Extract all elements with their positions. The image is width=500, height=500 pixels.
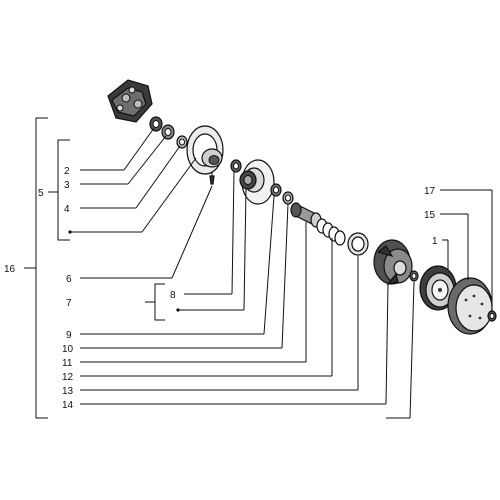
retaining-ring-13 (347, 232, 369, 256)
bushing-ring (270, 183, 282, 197)
label-12: 12 (62, 372, 74, 383)
group-bracket-5 (48, 139, 70, 241)
spacer-ring (282, 191, 294, 205)
label-14: 14 (62, 400, 74, 411)
sleeve-11 (290, 202, 322, 228)
bearing-ring-2 (149, 116, 163, 132)
clutch-assembly-14 (373, 239, 413, 285)
nut-14 (409, 270, 419, 282)
bearing-8 (230, 159, 242, 173)
label-16: 16 (4, 264, 16, 275)
label-7: 7 (66, 298, 72, 309)
label-13: 13 (62, 386, 74, 397)
clutch-bell-15 (447, 277, 493, 335)
seal-ring-4 (176, 135, 188, 149)
label-11: 11 (62, 358, 73, 369)
group-bracket-16 (24, 117, 48, 419)
label-17: 17 (424, 186, 436, 197)
leader-lines (70, 127, 493, 419)
label-1: 1 (432, 236, 438, 247)
end-nut-17 (487, 310, 497, 322)
label-10: 10 (62, 344, 74, 355)
label-15: 15 (424, 210, 436, 221)
group-bracket-7 (145, 283, 165, 321)
bearing-ring-3 (161, 124, 175, 140)
unnumbered-item-dot-1 (68, 230, 72, 234)
label-4: 4 (64, 204, 70, 215)
label-9: 9 (66, 330, 72, 341)
fixed-pulley-half (186, 125, 224, 185)
label-3: 3 (64, 180, 70, 191)
label-8: 8 (170, 290, 176, 301)
label-5: 5 (38, 188, 44, 199)
spring-12 (316, 218, 346, 246)
label-2: 2 (64, 166, 70, 177)
top-housing-part (107, 79, 153, 123)
label-6: 6 (66, 274, 72, 285)
movable-pulley-half (239, 159, 275, 205)
unnumbered-item-dot-2 (176, 308, 180, 312)
